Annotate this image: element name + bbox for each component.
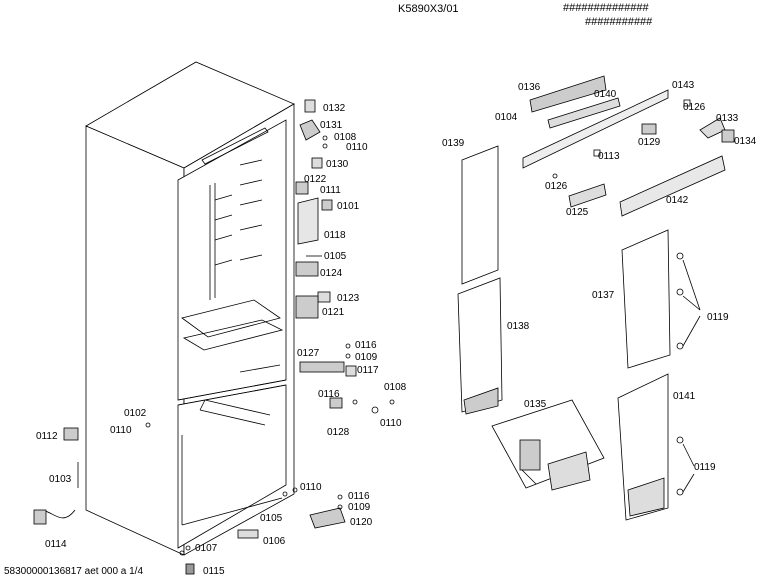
part-label: 0125 bbox=[566, 207, 589, 218]
part-label: 0118 bbox=[324, 230, 346, 241]
part-label: 0103 bbox=[49, 474, 72, 485]
model-number: K5890X3/01 bbox=[398, 3, 459, 15]
part-label: 0110 bbox=[300, 482, 322, 493]
part-label: 0123 bbox=[337, 293, 360, 304]
right-door-parts bbox=[457, 75, 735, 521]
part-label: 0116 bbox=[355, 340, 377, 351]
part-label: 0141 bbox=[673, 391, 696, 402]
part-label: 0117 bbox=[357, 365, 379, 376]
part-label: 0111 bbox=[320, 185, 341, 196]
part-label: 0138 bbox=[507, 321, 530, 332]
left-small-parts bbox=[33, 99, 395, 575]
part-label: 0109 bbox=[348, 502, 371, 513]
fridge-cabinet bbox=[85, 61, 295, 556]
part-label: 0126 bbox=[683, 102, 706, 113]
part-label: 0143 bbox=[672, 80, 695, 91]
part-label: 0105 bbox=[260, 513, 283, 524]
part-label: 0133 bbox=[716, 113, 739, 124]
part-label: 0132 bbox=[323, 103, 346, 114]
part-label: 0102 bbox=[124, 408, 147, 419]
part-label: 0139 bbox=[442, 138, 465, 149]
part-label: 0110 bbox=[110, 425, 132, 436]
part-label: 0128 bbox=[327, 427, 350, 438]
part-label: 0108 bbox=[384, 382, 407, 393]
part-label: 0126 bbox=[545, 181, 568, 192]
part-label: 0110 bbox=[380, 418, 402, 429]
part-label: 0108 bbox=[334, 132, 357, 143]
part-label: 0140 bbox=[594, 89, 617, 100]
part-label: 0112 bbox=[36, 431, 58, 442]
part-label: 0121 bbox=[322, 307, 345, 318]
part-label: 0106 bbox=[263, 536, 286, 547]
part-label: 0114 bbox=[45, 539, 67, 550]
part-label: 0101 bbox=[337, 201, 360, 212]
part-label: 0129 bbox=[638, 137, 661, 148]
part-label: 0110 bbox=[346, 142, 368, 153]
part-label: 0127 bbox=[297, 348, 320, 359]
part-label: 0109 bbox=[355, 352, 378, 363]
part-label: 0119 bbox=[694, 462, 716, 473]
part-label: 0122 bbox=[304, 174, 327, 185]
part-label: 0104 bbox=[495, 112, 518, 123]
part-label: 0124 bbox=[320, 268, 343, 279]
part-label: 0142 bbox=[666, 195, 689, 206]
masked-code-1: ############## bbox=[563, 2, 649, 14]
part-label: 0107 bbox=[195, 543, 218, 554]
part-label: 0130 bbox=[326, 159, 349, 170]
part-label: 0105 bbox=[324, 251, 347, 262]
part-label: 0136 bbox=[518, 82, 541, 93]
part-label: 0116 bbox=[318, 389, 340, 400]
part-label: 0137 bbox=[592, 290, 615, 301]
part-label: 0113 bbox=[598, 151, 620, 162]
part-label: 0134 bbox=[734, 136, 757, 147]
masked-code-2: ########### bbox=[585, 16, 653, 28]
part-label: 0120 bbox=[350, 517, 373, 528]
part-label: 0115 bbox=[203, 566, 225, 577]
part-label: 0135 bbox=[524, 399, 547, 410]
document-reference: 58300000136817 aet 000 a 1/4 bbox=[4, 566, 144, 577]
part-label: 0119 bbox=[707, 312, 729, 323]
part-label: 0131 bbox=[320, 120, 343, 131]
part-label: 0116 bbox=[348, 491, 370, 502]
